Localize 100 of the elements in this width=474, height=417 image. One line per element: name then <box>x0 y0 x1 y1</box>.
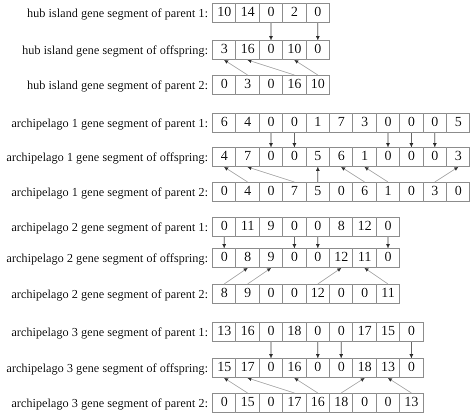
gene-cell: 0 <box>376 393 400 413</box>
gene-cell: 11 <box>235 217 260 237</box>
gene-cell: 6 <box>212 113 236 133</box>
arrow <box>269 342 273 358</box>
arrow <box>340 166 365 182</box>
gene-cell: 16 <box>235 322 260 342</box>
arrow <box>292 236 296 248</box>
gene-cell: 0 <box>258 113 284 133</box>
arrow <box>317 268 342 284</box>
gene-cell: 13 <box>399 393 424 413</box>
row-label: hub island gene segment of offspring: <box>22 42 208 59</box>
gene-cell: 0 <box>282 217 307 237</box>
gene-cell: 0 <box>212 393 236 413</box>
gene-cell: 0 <box>352 284 377 304</box>
gene-cell: 0 <box>422 113 447 133</box>
gene-cell: 0 <box>258 40 284 60</box>
gene-cell: 0 <box>306 3 330 23</box>
gene-cell: 10 <box>306 75 330 95</box>
gene-cell: 9 <box>258 248 284 268</box>
gene-cell: 0 <box>306 40 330 60</box>
gene-cell: 0 <box>258 322 284 342</box>
gene-cell: 0 <box>258 182 284 202</box>
gene-cell: 11 <box>352 248 377 268</box>
gene-cell: 16 <box>282 75 307 95</box>
gene-cell: 0 <box>399 322 424 342</box>
gene-cell: 3 <box>235 75 260 95</box>
arrow <box>292 132 296 148</box>
gene-cell: 13 <box>376 358 400 378</box>
gene-cell: 3 <box>446 147 470 167</box>
gene-cell: 17 <box>352 322 377 342</box>
gene-cell: 0 <box>282 248 307 268</box>
gene-cell: 0 <box>282 113 307 133</box>
arrow <box>388 378 412 394</box>
row-label: hub island gene segment of parent 2: <box>27 77 208 94</box>
arrow <box>269 22 273 40</box>
gene-cell: 0 <box>399 358 424 378</box>
gene-cell: 12 <box>352 217 377 237</box>
arrow <box>386 236 390 248</box>
gene-cell: 15 <box>376 322 400 342</box>
gene-cell: 0 <box>258 3 284 23</box>
gene-cell: 4 <box>235 113 260 133</box>
gene-cell: 7 <box>282 182 307 202</box>
row-label: archipelago 1 gene segment of parent 1: <box>11 115 208 132</box>
arrow <box>247 377 295 394</box>
gene-cell: 11 <box>376 284 400 304</box>
gene-cell: 0 <box>306 358 330 378</box>
arrow <box>386 132 390 148</box>
gene-cell: 0 <box>446 182 470 202</box>
gene-cell: 0 <box>376 147 400 167</box>
gene-cell: 4 <box>235 182 260 202</box>
gene-cell: 0 <box>212 217 236 237</box>
gene-cell: 4 <box>212 147 236 167</box>
gene-cell: 16 <box>235 40 260 60</box>
gene-cell: 18 <box>352 358 377 378</box>
gene-cell: 0 <box>258 147 284 167</box>
gene-cell: 1 <box>376 182 400 202</box>
gene-cell: 0 <box>258 393 284 413</box>
gene-cell: 0 <box>352 393 377 413</box>
gene-cell: 0 <box>376 248 400 268</box>
gene-cell: 0 <box>329 358 354 378</box>
row-label: archipelago 1 gene segment of parent 2: <box>11 184 208 201</box>
gene-cell: 0 <box>306 322 330 342</box>
gene-cell: 6 <box>329 147 354 167</box>
arrow <box>409 342 414 358</box>
arrow <box>224 60 248 76</box>
arrow <box>224 268 248 284</box>
gene-cell: 5 <box>446 113 470 133</box>
arrow <box>269 132 273 148</box>
gene-cell: 18 <box>282 322 307 342</box>
row-label: archipelago 3 gene segment of offspring: <box>6 360 208 377</box>
row-label: archipelago 3 gene segment of parent 1: <box>11 324 208 341</box>
gene-cell: 0 <box>282 147 307 167</box>
row-label: archipelago 2 gene segment of parent 2: <box>11 286 208 303</box>
gene-cell: 17 <box>235 358 260 378</box>
gene-cell: 0 <box>399 182 424 202</box>
gene-cell: 14 <box>235 3 260 23</box>
gene-cell: 0 <box>306 248 330 268</box>
gene-cell: 0 <box>212 182 236 202</box>
gene-cell: 2 <box>282 3 307 23</box>
arrow <box>224 378 248 394</box>
gene-cell: 0 <box>306 217 330 237</box>
row-label: archipelago 2 gene segment of parent 1: <box>11 219 208 236</box>
gene-cell: 0 <box>399 147 424 167</box>
gene-cell: 0 <box>376 217 400 237</box>
arrow <box>339 342 344 358</box>
gene-cell: 0 <box>258 75 284 95</box>
arrow <box>316 342 320 358</box>
gene-cell: 10 <box>282 40 307 60</box>
arrow <box>316 166 320 182</box>
gene-cell: 0 <box>212 248 236 268</box>
gene-cell: 7 <box>329 113 354 133</box>
gene-cell: 8 <box>235 248 260 268</box>
gene-cell: 12 <box>329 248 354 268</box>
gene-cell: 1 <box>306 113 330 133</box>
gene-cell: 6 <box>352 182 377 202</box>
gene-cell: 0 <box>399 113 424 133</box>
gene-cell: 0 <box>329 182 354 202</box>
gene-cell: 5 <box>306 182 330 202</box>
gene-cell: 3 <box>212 40 236 60</box>
arrow <box>409 132 414 148</box>
